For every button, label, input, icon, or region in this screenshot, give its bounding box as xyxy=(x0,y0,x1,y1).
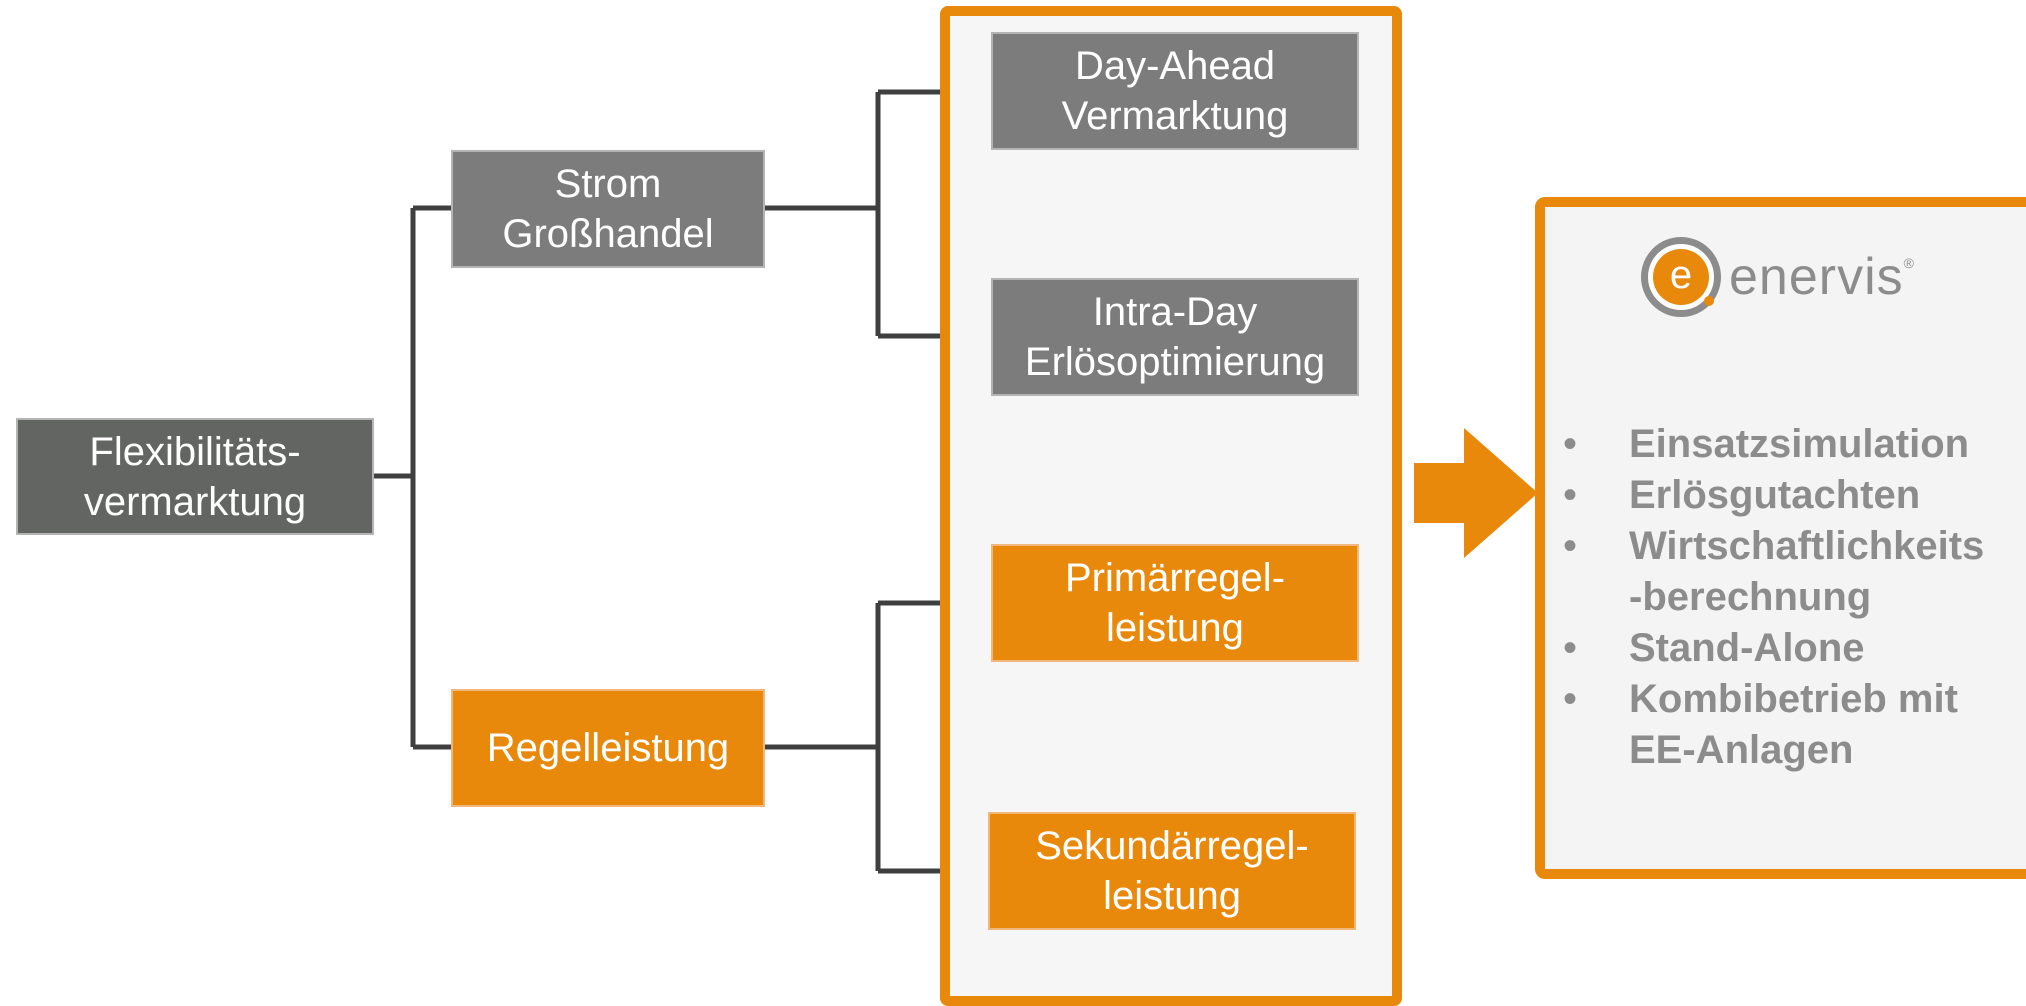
service-item: •Wirtschaftlichkeits -berechnung xyxy=(1563,524,1985,619)
enervis-services-panel: e enervis® •Einsatzsimulation •Erlösguta… xyxy=(1535,197,2026,879)
logo-letter: e xyxy=(1653,249,1709,305)
service-item: •Erlösgutachten xyxy=(1563,473,1921,517)
registered-mark: ® xyxy=(1903,255,1915,271)
leaf-node-day-ahead: Day-Ahead Vermarktung xyxy=(991,32,1359,150)
service-item: •Einsatzsimulation xyxy=(1563,422,1970,466)
brand-name: enervis xyxy=(1729,248,1904,306)
services-list: •Einsatzsimulation •Erlösgutachten •Wirt… xyxy=(1563,419,1984,776)
leaf-node-primaerregelleistung: Primärregel- leistung xyxy=(991,544,1359,662)
enervis-logo-icon: e xyxy=(1641,237,1721,317)
service-item: •Kombibetrieb mit EE-Anlagen xyxy=(1563,677,1958,772)
leaf-node-intra-day: Intra-Day Erlösoptimierung xyxy=(991,278,1359,396)
root-node-flexibilitaetsvermarktung: Flexibilitäts- vermarktung xyxy=(16,418,374,535)
enervis-logo: e enervis® xyxy=(1641,237,1915,317)
branch-node-strom-grosshandel: Strom Großhandel xyxy=(451,150,765,268)
logo-wordmark: enervis® xyxy=(1729,247,1915,307)
right-arrow-icon xyxy=(1414,428,1538,558)
leaf-node-sekundaerregelleistung: Sekundärregel- leistung xyxy=(988,812,1356,930)
service-item: •Stand-Alone xyxy=(1563,626,1865,670)
branch-node-regelleistung: Regelleistung xyxy=(451,689,765,807)
